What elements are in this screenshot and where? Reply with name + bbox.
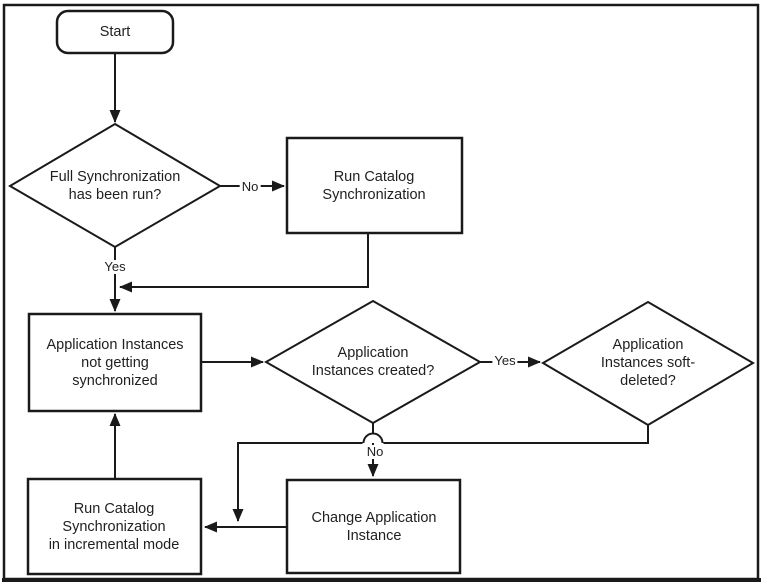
instances-soft-deleted-decision-node xyxy=(541,300,755,427)
edge-run-catalog-sync-merge xyxy=(119,233,369,293)
instances-created-decision-node xyxy=(263,299,483,425)
full-sync-decision-node xyxy=(8,122,222,249)
start-node xyxy=(55,9,175,55)
edge-line-hop-arc xyxy=(362,432,384,444)
run-catalog-sync-node xyxy=(285,136,464,235)
run-incremental-sync-node xyxy=(26,477,203,576)
edge-soft-deleted-return-right xyxy=(383,425,649,444)
edge-soft-deleted-return-left xyxy=(232,442,363,522)
instances-not-synced-node xyxy=(27,312,203,413)
change-app-instance-node xyxy=(285,478,462,575)
